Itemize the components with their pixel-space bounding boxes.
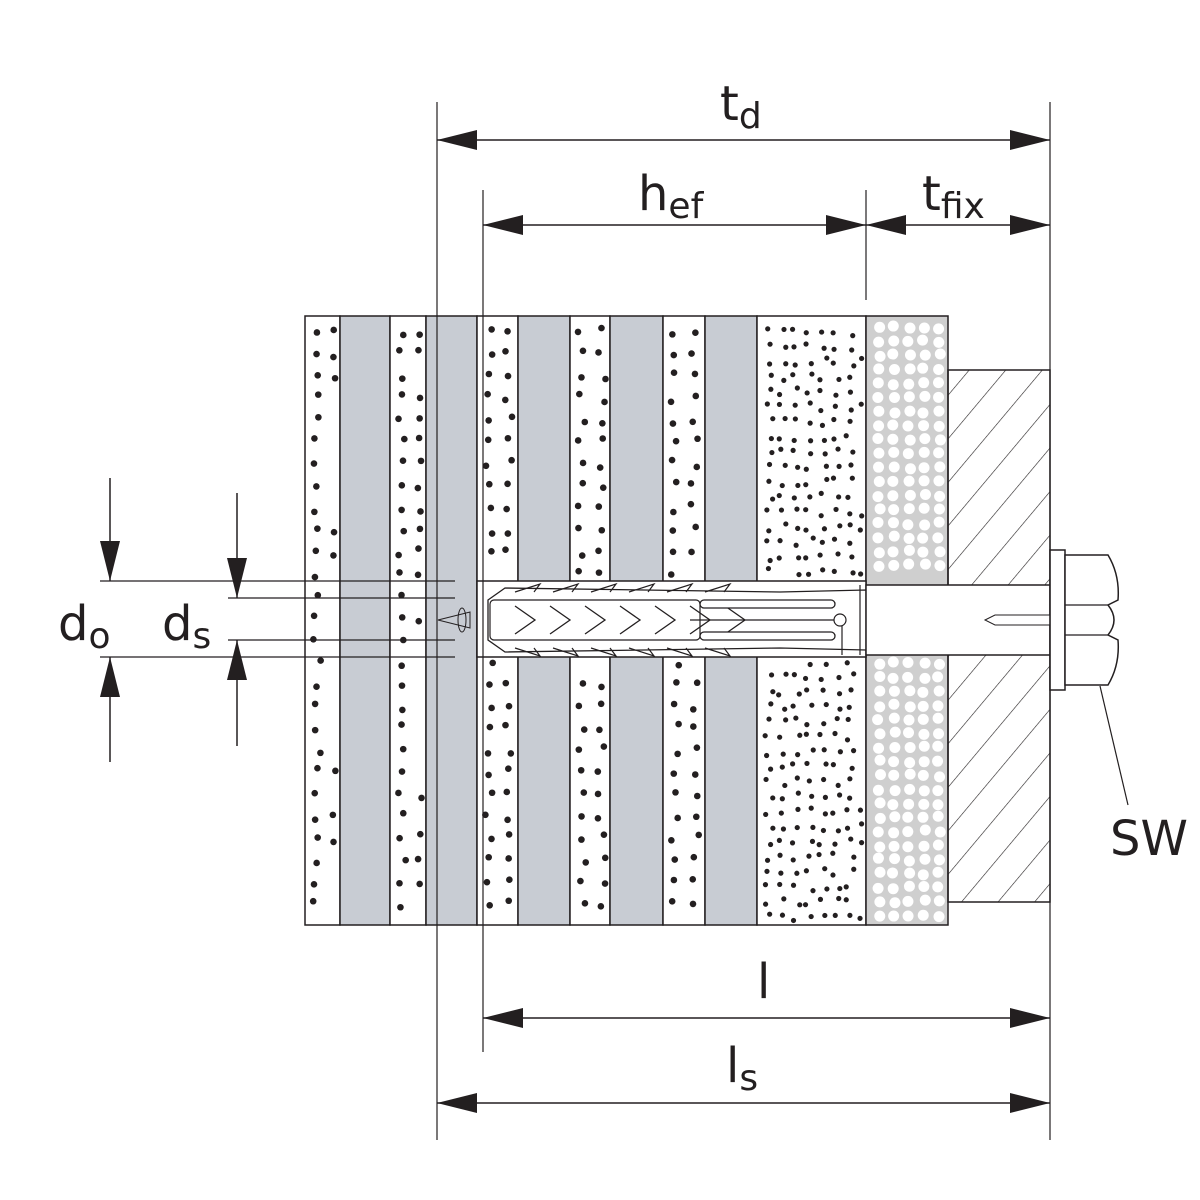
wall-layer-gray bbox=[339, 315, 391, 926]
label-hef: hef bbox=[638, 166, 705, 227]
label-tfix: tfix bbox=[922, 166, 985, 227]
washer bbox=[1049, 549, 1066, 691]
screw-bolt bbox=[865, 549, 1120, 691]
hex-head bbox=[1064, 554, 1120, 686]
wall-layer-dot bbox=[304, 315, 341, 926]
label-d0: do bbox=[58, 596, 111, 657]
label-l: l bbox=[757, 954, 770, 1010]
label-sw: SW bbox=[1110, 811, 1188, 867]
label-ls: ls bbox=[726, 1038, 758, 1099]
label-td: td bbox=[720, 76, 762, 137]
plug-anchor bbox=[437, 580, 867, 658]
label-ds: ds bbox=[162, 596, 211, 657]
dimension-lines bbox=[100, 130, 1050, 1113]
extension-lines bbox=[100, 102, 1129, 1140]
wall-layer-gray bbox=[425, 315, 478, 926]
